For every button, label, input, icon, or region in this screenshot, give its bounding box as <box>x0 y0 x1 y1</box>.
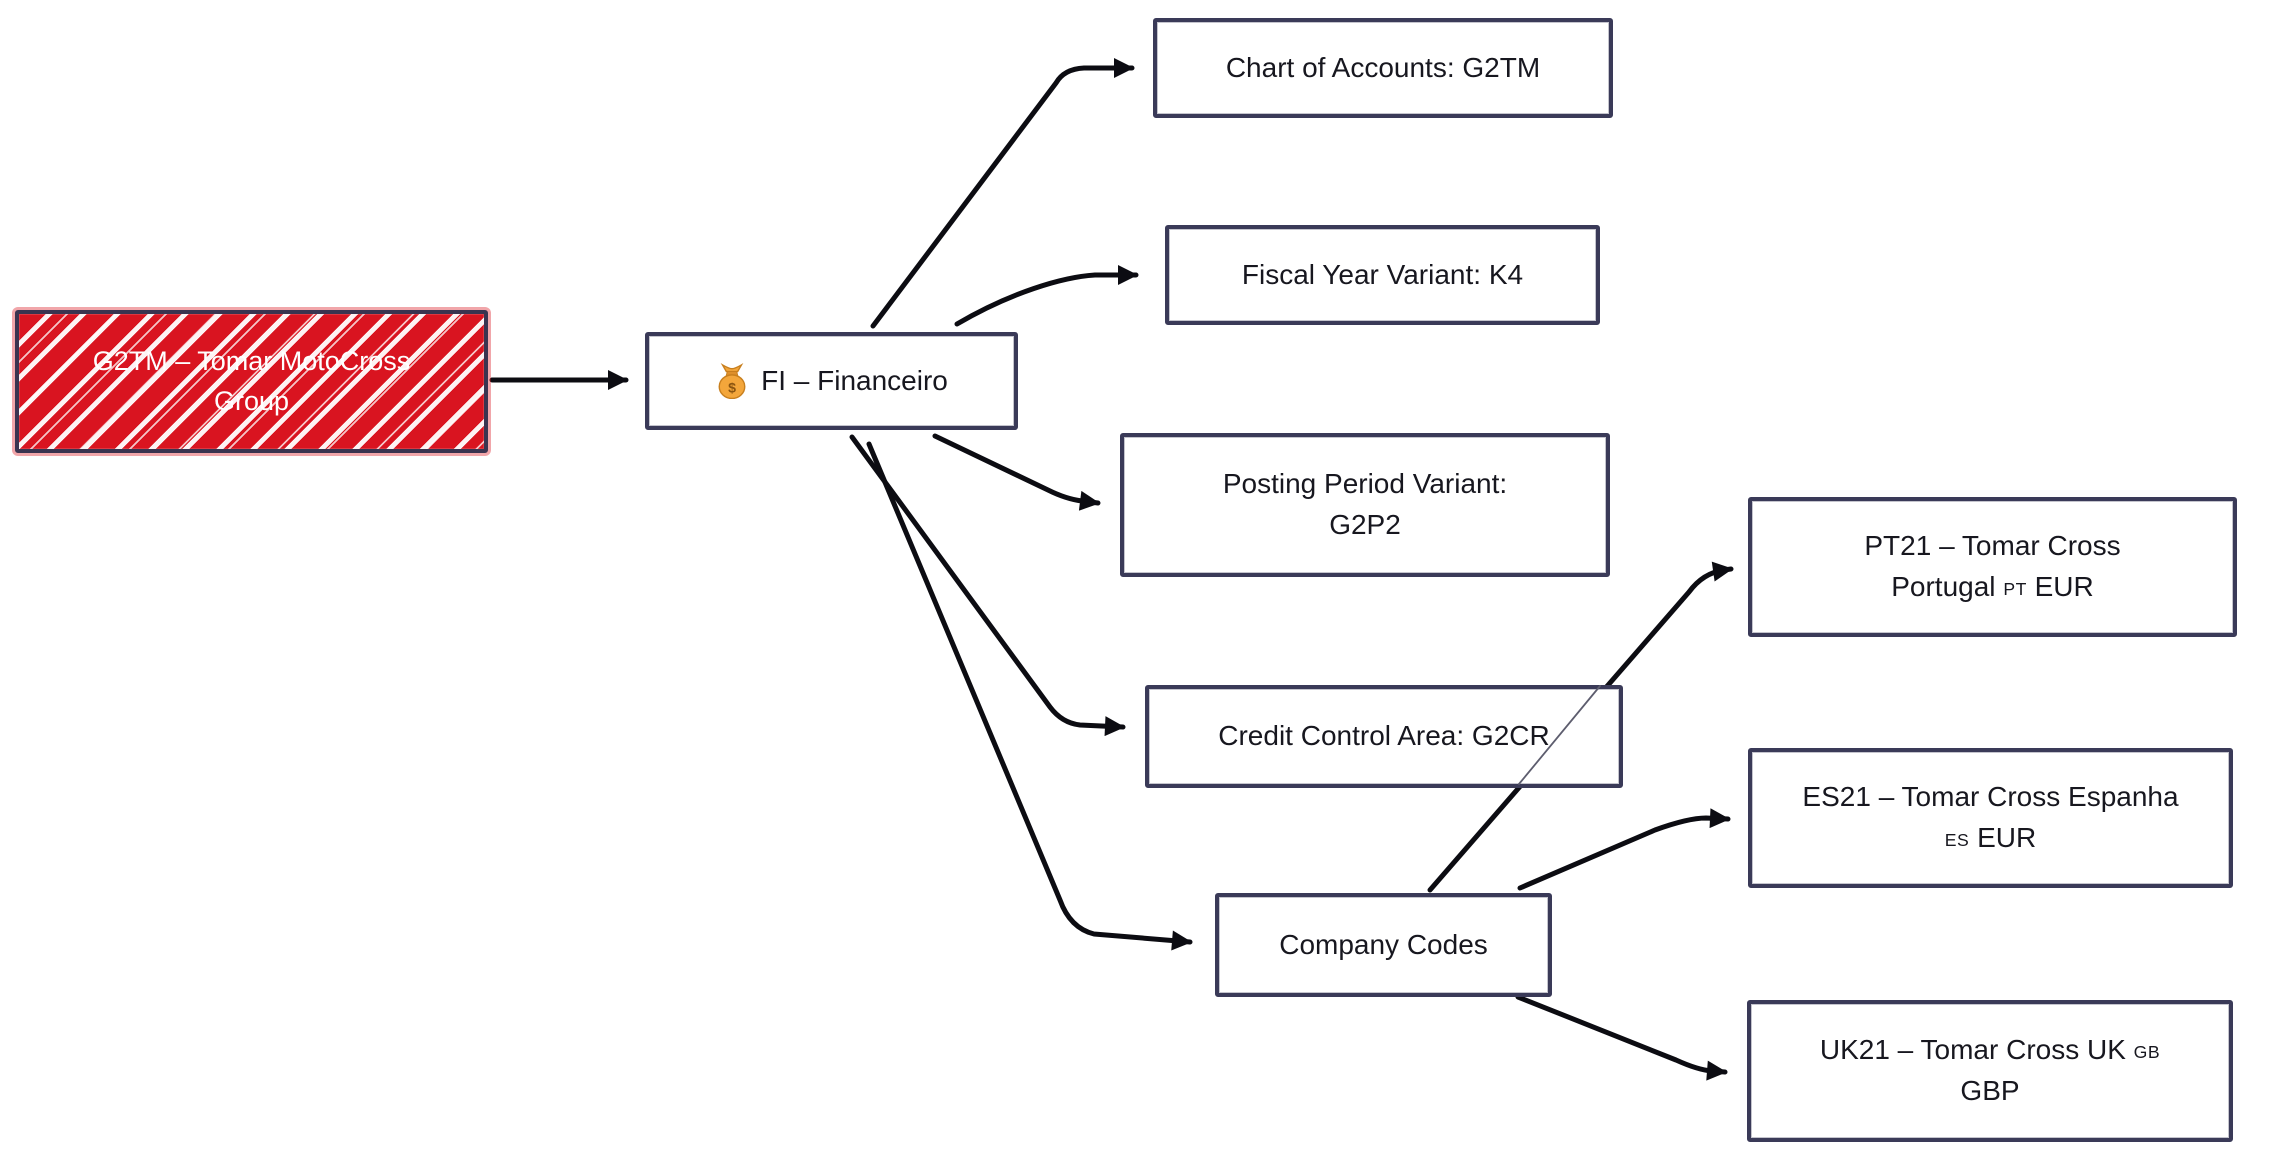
fiscal-year-variant-label: Fiscal Year Variant: K4 <box>1241 258 1524 290</box>
fi-label: FI – Financeiro <box>761 364 948 396</box>
money-bag-icon: $ <box>718 363 746 399</box>
pt21-country-code: PT <box>2003 579 2027 599</box>
pt21-company-name: Portugal <box>1891 571 1996 602</box>
node-es21: ES21 – Tomar Cross Espanha ES EUR <box>1748 748 2233 888</box>
arrow-fi-to-credit-control <box>849 434 1126 737</box>
node-credit-control-area: Credit Control Area: G2CR <box>1145 685 1623 788</box>
es21-label-line2: ES EUR <box>1945 818 2036 859</box>
es21-label-line1: ES21 – Tomar Cross Espanha <box>1802 781 2179 813</box>
chart-of-accounts-label: Chart of Accounts: G2TM <box>1225 51 1541 83</box>
node-fiscal-year-variant: Fiscal Year Variant: K4 <box>1165 225 1600 325</box>
node-posting-period-variant: Posting Period Variant: G2P2 <box>1120 433 1610 577</box>
es21-country-code: ES <box>1944 830 1970 850</box>
root-group-label-line1: G2TM – Tomar MotoCross <box>92 346 411 377</box>
pt21-label-line1: PT21 – Tomar Cross <box>1864 530 2121 562</box>
uk21-label-line1: UK21 – Tomar Cross UK GB <box>1820 1030 2160 1071</box>
node-pt21: PT21 – Tomar Cross Portugal PT EUR <box>1748 497 2237 637</box>
pt21-currency: EUR <box>2034 571 2094 602</box>
arrow-company-codes-to-es21 <box>1517 808 1731 891</box>
node-chart-of-accounts: Chart of Accounts: G2TM <box>1153 18 1613 118</box>
root-group-label-line2: Group <box>213 385 290 416</box>
node-fi: $ FI – Financeiro <box>645 332 1018 430</box>
es21-currency: EUR <box>1977 822 2037 853</box>
node-uk21: UK21 – Tomar Cross UK GB GBP <box>1747 1000 2233 1142</box>
posting-period-variant-line1: Posting Period Variant: <box>1222 468 1508 500</box>
arrow-fi-to-chart-of-accounts <box>870 58 1135 329</box>
credit-control-area-label: Credit Control Area: G2CR <box>1218 720 1550 752</box>
pt21-label-line2: Portugal PT EUR <box>1891 567 2094 608</box>
uk21-country-code: GB <box>2133 1042 2161 1063</box>
arrow-fi-to-posting-period <box>932 433 1101 511</box>
uk21-company-name: UK21 – Tomar Cross UK <box>1819 1034 2126 1066</box>
arrow-fi-to-fiscal-year <box>954 265 1139 327</box>
node-company-codes: Company Codes <box>1215 893 1552 997</box>
company-codes-label: Company Codes <box>1279 928 1488 960</box>
node-root-group: G2TM – Tomar MotoCross Group <box>15 310 488 453</box>
posting-period-variant-line2: G2P2 <box>1329 509 1401 540</box>
svg-text:$: $ <box>728 380 736 396</box>
uk21-currency: GBP <box>1960 1075 2020 1106</box>
arrow-company-codes-to-uk21 <box>1515 994 1728 1081</box>
